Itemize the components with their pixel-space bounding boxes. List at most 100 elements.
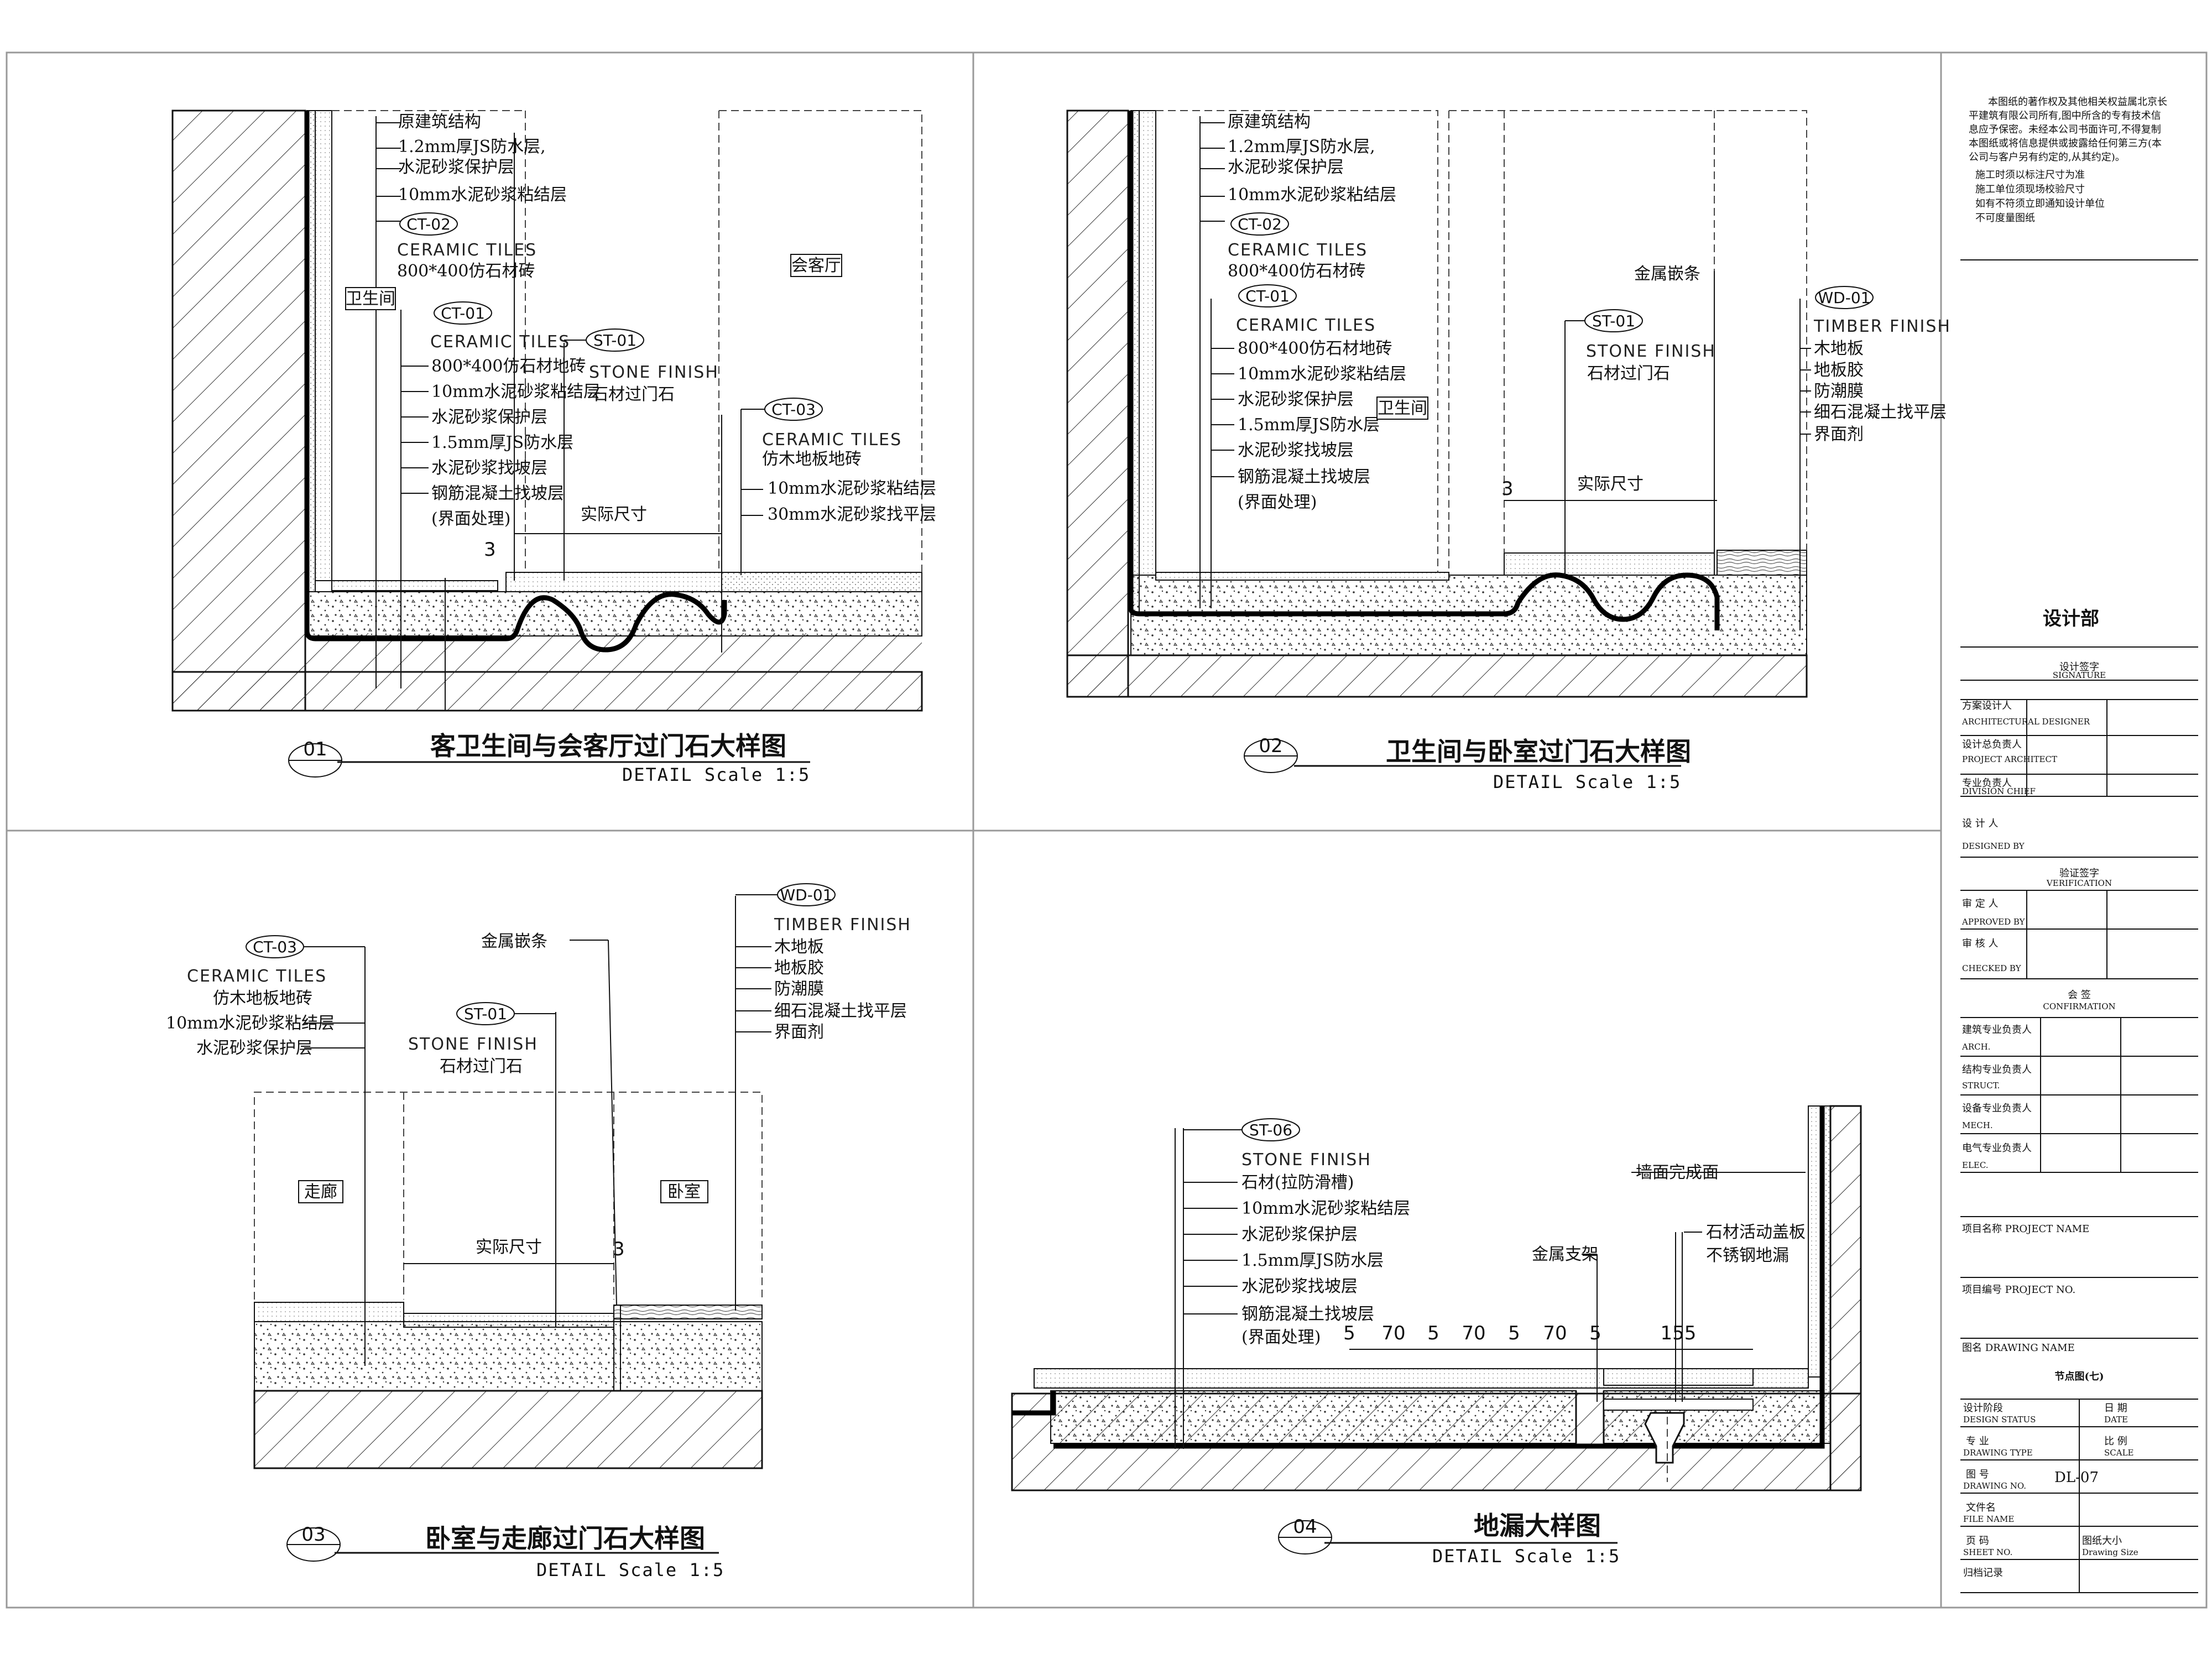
note-line: 本图纸的著作权及其他相关权益属北京长 xyxy=(1988,96,2167,108)
d02-ct01-item: 800*400仿石材地砖 xyxy=(1238,339,1392,358)
d04-dim: 5 xyxy=(1589,1322,1601,1344)
d03-ct03-tag: CT-03 xyxy=(253,938,297,956)
project-no-label: 项目编号 PROJECT NO. xyxy=(1962,1284,2075,1296)
d01-ct03-tag: CT-03 xyxy=(771,400,816,419)
d04-dims: 5 70 5 70 5 70 5 155 xyxy=(1343,1322,1696,1344)
file-name-cn: 文件名 xyxy=(1966,1502,1996,1514)
drawing-name-label: 图名 DRAWING NAME xyxy=(1962,1342,2075,1354)
sign-row-label-en: DIVISION CHIEF xyxy=(1962,786,2036,796)
d03-wd01-item: 防潮膜 xyxy=(774,979,824,999)
d01-ct03-item: 30mm水泥砂浆找平层 xyxy=(768,505,936,524)
date-en: DATE xyxy=(2104,1415,2128,1425)
drawing-no-en: DRAWING NO. xyxy=(1963,1481,2026,1491)
note-line: 不可度量图纸 xyxy=(1975,212,2035,224)
d02-wd01-tag: WD-01 xyxy=(1818,289,1871,307)
size-en: Drawing Size xyxy=(2082,1547,2138,1557)
file-name-en: FILE NAME xyxy=(1963,1514,2014,1524)
d02-wall-label-3: 水泥砂浆保护层 xyxy=(1228,158,1344,177)
d01-wall-label-2: 1.2mm厚JS防水层, xyxy=(398,137,546,156)
d02-ct01-list: 800*400仿石材地砖 10mm水泥砂浆粘结层 水泥砂浆保护层 1.5mm厚J… xyxy=(1211,339,1406,512)
d04-number: 04 xyxy=(1293,1516,1317,1538)
d01-dim-label: 实际尺寸 xyxy=(581,505,647,524)
sign-row-label-en: ARCHITECTURAL DESIGNER xyxy=(1961,717,2090,727)
sign-row-label: 设 计 人 xyxy=(1962,818,1998,830)
d04-dim: 5 xyxy=(1508,1322,1520,1344)
sign-row-label: 专业负责人 xyxy=(1962,778,2012,789)
d02-st01-en: STONE FINISH xyxy=(1586,342,1716,361)
verify-row-label-en: CHECKED BY xyxy=(1962,963,2022,973)
d01-ct01-list: 800*400仿石材地砖 10mm水泥砂浆粘结层 水泥砂浆保护层 1.5mm厚J… xyxy=(401,357,600,529)
d02-ct01-item: (界面处理) xyxy=(1238,493,1317,512)
drawing-no-cn: 图 号 xyxy=(1966,1469,1989,1480)
verification-header-en: VERIFICATION xyxy=(2046,878,2112,888)
d01-ct03-item: 10mm水泥砂浆粘结层 xyxy=(768,479,936,498)
d01-title: 客卫生间与会客厅过门石大样图 xyxy=(430,731,786,761)
d02-wall-label-2: 1.2mm厚JS防水层, xyxy=(1228,137,1375,156)
d02-st01-tag: ST-01 xyxy=(1592,312,1635,330)
department-name: 设计部 xyxy=(2043,608,2099,630)
d02-ct01-tag: CT-01 xyxy=(1245,287,1290,305)
d04-dim: 5 xyxy=(1343,1322,1355,1344)
d02-ct02-en: CERAMIC TILES xyxy=(1228,241,1368,260)
d04-subtitle: DETAIL Scale 1:5 xyxy=(1432,1546,1620,1567)
note-line: 公司与客户另有约定的,从其约定)。 xyxy=(1969,152,2125,163)
d03-wd01-en: TIMBER FINISH xyxy=(774,915,911,935)
d01-ct01-item: 水泥砂浆找坡层 xyxy=(431,458,547,478)
note-line: 施工单位须现场校验尺寸 xyxy=(1975,184,2085,195)
confirm-row-label: 电气专业负责人 xyxy=(1962,1142,2032,1154)
d03-number: 03 xyxy=(301,1524,325,1546)
d02-ct01-item: 1.5mm厚JS防水层 xyxy=(1238,415,1380,435)
d03-wd01-tag: WD-01 xyxy=(780,886,833,904)
d04-st06-item: (界面处理) xyxy=(1241,1328,1321,1347)
d03-ct03-item: 水泥砂浆保护层 xyxy=(196,1039,312,1058)
d01-ct01-item: 10mm水泥砂浆粘结层 xyxy=(431,382,600,401)
note-line: 施工时须以标注尺寸为准 xyxy=(1975,169,2085,181)
confirm-row-label: 建筑专业负责人 xyxy=(1962,1024,2032,1036)
d01-room-lounge: 会客厅 xyxy=(791,256,841,275)
d04-st06-item: 10mm水泥砂浆粘结层 xyxy=(1241,1199,1410,1218)
d02-dim-label: 实际尺寸 xyxy=(1577,474,1644,494)
d04-dim: 70 xyxy=(1381,1322,1405,1344)
d03-wd01-item: 界面剂 xyxy=(774,1022,824,1042)
d04-st06-item: 钢筋混凝土找坡层 xyxy=(1241,1305,1374,1324)
d01-st01-en: STONE FINISH xyxy=(589,363,719,382)
d04-dim: 70 xyxy=(1462,1322,1485,1344)
signature-header-en: SIGNATURE xyxy=(2053,670,2106,680)
d03-st01-cn: 石材过门石 xyxy=(440,1057,523,1076)
d03-room-bedroom: 卧室 xyxy=(667,1182,701,1202)
d03-wd01-item: 木地板 xyxy=(774,937,824,957)
d02-wd01-item: 界面剂 xyxy=(1814,425,1864,444)
d04-drain: 不锈钢地漏 xyxy=(1706,1246,1789,1265)
note-line: 本图纸或将信息提供或披露给任何第三方(本 xyxy=(1969,138,2162,149)
scale-cn: 比 例 xyxy=(2104,1436,2127,1447)
d04-st06-item: 1.5mm厚JS防水层 xyxy=(1241,1251,1384,1270)
d03-st01-en: STONE FINISH xyxy=(408,1035,538,1054)
d02-metal-strip: 金属嵌条 xyxy=(1634,264,1700,284)
scale-en: SCALE xyxy=(2104,1448,2134,1458)
d03-wd01-item: 细石混凝土找平层 xyxy=(774,1001,907,1021)
d04-st06-en: STONE FINISH xyxy=(1241,1150,1371,1170)
d04-st06-item: 水泥砂浆找坡层 xyxy=(1241,1277,1358,1296)
d03-dim-small: 3 xyxy=(613,1238,625,1260)
d02-title: 卫生间与卧室过门石大样图 xyxy=(1386,737,1691,766)
confirm-row-label: 结构专业负责人 xyxy=(1962,1064,2032,1076)
d02-wall-label-4: 10mm水泥砂浆粘结层 xyxy=(1228,185,1396,205)
d03-ct03-cn: 仿木地板地砖 xyxy=(213,989,312,1008)
d02-ct02-tag: CT-02 xyxy=(1238,215,1282,233)
d04-wall-finish: 墙面完成面 xyxy=(1636,1163,1719,1182)
drawing-number: DL-07 xyxy=(2054,1469,2099,1486)
signature-header-cn: 设计签字 xyxy=(2059,661,2099,673)
d02-dim-small: 3 xyxy=(1501,478,1514,500)
sheet-no-en: SHEET NO. xyxy=(1963,1547,2012,1557)
d02-ct01-item: 水泥砂浆找坡层 xyxy=(1238,441,1354,460)
d01-ct01-item: (界面处理) xyxy=(431,509,510,529)
verify-row-label-en: APPROVED BY xyxy=(1961,917,2026,927)
d03-ct03-en: CERAMIC TILES xyxy=(187,967,327,986)
drawing-title: 节点图(七) xyxy=(2054,1370,2104,1383)
project-name-label: 项目名称 PROJECT NAME xyxy=(1962,1223,2089,1235)
d03-room-corridor: 走廊 xyxy=(304,1182,337,1202)
d03-title: 卧室与走廊过门石大样图 xyxy=(425,1524,705,1553)
confirmation-header-cn: 会 签 xyxy=(2068,989,2091,1001)
detail-04: ST-06 STONE FINISH 石材(拉防滑槽) 10mm水泥砂浆粘结层 … xyxy=(1011,1105,1862,1567)
d04-st06-item: 石材(拉防滑槽) xyxy=(1241,1173,1354,1192)
